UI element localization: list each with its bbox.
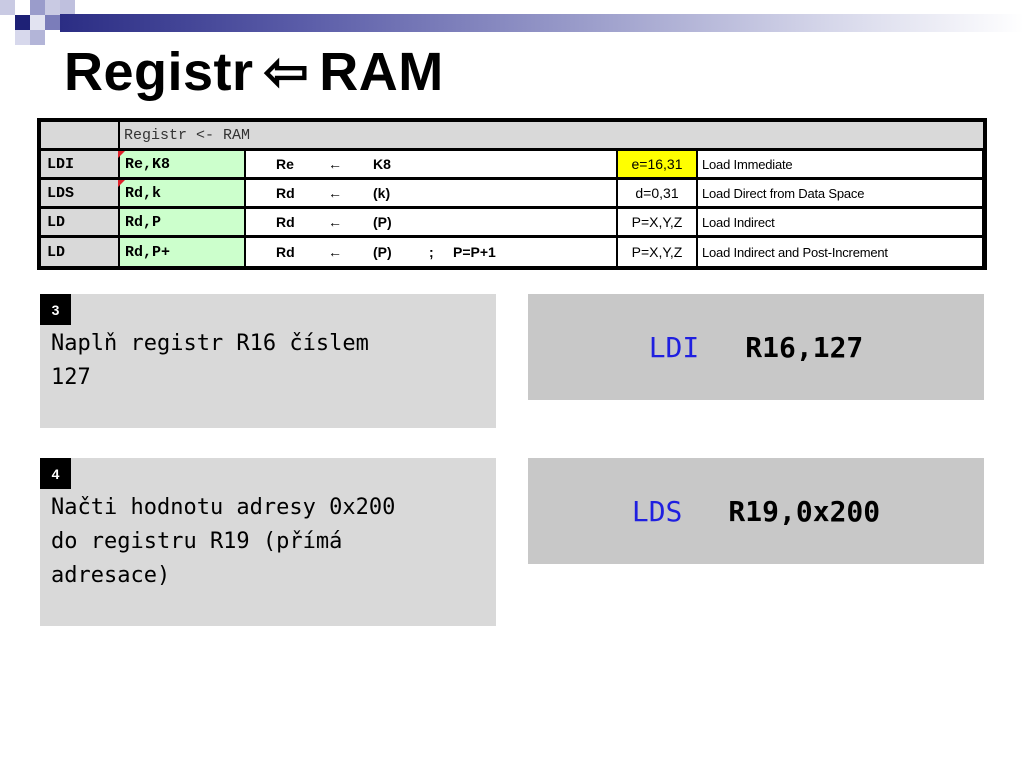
- task-prompt: Naplň registr R16 číslem 127: [51, 327, 369, 395]
- op-src: (P): [373, 244, 392, 260]
- op-dest: Re: [276, 156, 294, 172]
- title-right: RAM: [319, 42, 444, 102]
- row-operation: Rd ← (k): [246, 180, 616, 206]
- title-bar-gradient: [60, 14, 1024, 32]
- answer-args: R16,127: [745, 330, 864, 364]
- answer-box: LDI R16,127: [528, 294, 984, 400]
- row-range: P=X,Y,Z: [618, 209, 696, 235]
- task-line: do registru R19 (přímá: [51, 529, 343, 554]
- row-operands: Rd,P+: [120, 238, 244, 266]
- op-dest: Rd: [276, 185, 295, 201]
- row-mnemonic: LD: [41, 209, 118, 235]
- comment-marker-icon: [118, 151, 125, 158]
- answer-keyword: LDI: [648, 330, 700, 364]
- operands-text: Rd,k: [125, 184, 162, 202]
- row-operands: Re,K8: [118, 151, 244, 177]
- row-description: Load Indirect and Post-Increment: [698, 238, 982, 266]
- header-corner: [41, 122, 118, 148]
- op-extra: P=P+1: [453, 244, 496, 260]
- table-header: Registr <- RAM: [120, 122, 983, 148]
- comment-marker-icon: [118, 180, 125, 187]
- operands-text: Rd,P: [125, 213, 162, 231]
- operands-text: Re,K8: [125, 155, 171, 173]
- answer-box: LDS R19,0x200: [528, 458, 984, 564]
- task-box: 4 Načti hodnotu adresy 0x200 do registru…: [40, 458, 496, 626]
- title-arrow-icon: ⇦: [263, 42, 310, 102]
- row-operation: Rd ← (P): [246, 209, 616, 235]
- answer-args: R19,0x200: [728, 494, 881, 528]
- task-prompt: Načti hodnotu adresy 0x200 do registru R…: [51, 491, 395, 593]
- op-separator: ;: [429, 244, 434, 260]
- left-arrow-icon: ←: [328, 156, 342, 172]
- row-operation: Re ← K8: [246, 151, 616, 177]
- task-number-badge: 3: [40, 294, 71, 325]
- slide-decoration: [0, 0, 75, 45]
- row-range: d=0,31: [618, 180, 696, 206]
- task-line: Naplň registr R16 číslem: [51, 331, 369, 356]
- row-operation: Rd ← (P) ; P=P+1: [246, 238, 616, 266]
- row-mnemonic: LDI: [41, 151, 118, 177]
- row-operands: Rd,k: [118, 180, 244, 206]
- row-description: Load Indirect: [698, 209, 982, 235]
- title-left: Registr: [64, 42, 254, 102]
- op-src: (k): [373, 185, 391, 201]
- row-mnemonic: LD: [41, 238, 118, 266]
- left-arrow-icon: ←: [328, 244, 342, 260]
- row-description: Load Direct from Data Space: [698, 180, 982, 206]
- row-mnemonic: LDS: [41, 180, 118, 206]
- op-dest: Rd: [276, 214, 295, 230]
- row-operands: Rd,P: [120, 209, 244, 235]
- op-src: K8: [373, 156, 391, 172]
- op-dest: Rd: [276, 244, 295, 260]
- task-line: adresace): [51, 563, 171, 588]
- row-description: Load Immediate: [698, 151, 982, 177]
- task-line: 127: [51, 365, 91, 390]
- op-src: (P): [373, 214, 392, 230]
- operands-text: Rd,P+: [125, 243, 171, 261]
- answer-keyword: LDS: [631, 494, 683, 528]
- row-range: e=16,31: [618, 151, 696, 177]
- page-title: Registr⇦RAM: [64, 40, 444, 103]
- left-arrow-icon: ←: [328, 185, 342, 201]
- task-number-badge: 4: [40, 458, 71, 489]
- task-line: Načti hodnotu adresy 0x200: [51, 495, 396, 520]
- task-box: 3 Naplň registr R16 číslem 127: [40, 294, 496, 428]
- instruction-table: Registr <- RAM LDI Re,K8 Re ← K8 e=16,31…: [37, 118, 987, 270]
- row-range: P=X,Y,Z: [618, 238, 696, 266]
- left-arrow-icon: ←: [328, 214, 342, 230]
